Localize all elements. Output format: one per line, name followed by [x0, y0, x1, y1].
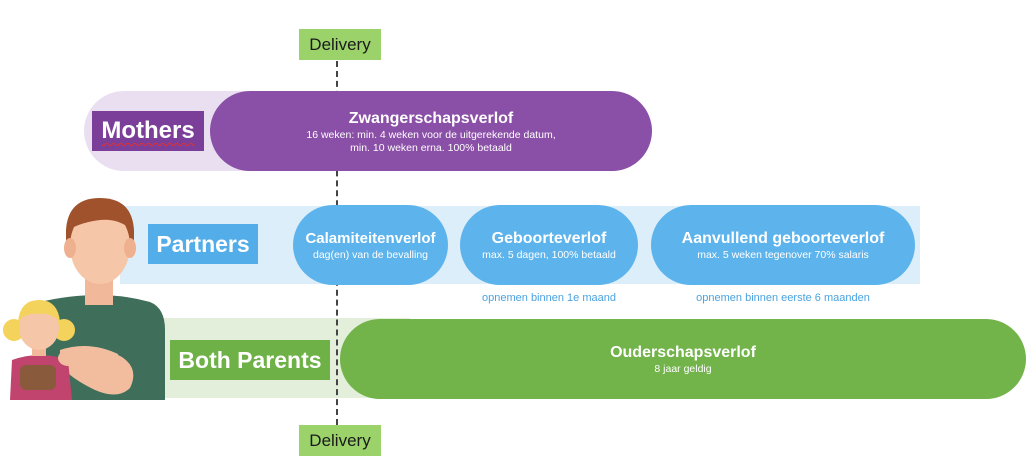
geboorteverlof-title: Geboorteverlof [491, 229, 607, 247]
zwangerschapsverlof-line1: 16 weken: min. 4 weken voor de uitgereke… [306, 129, 556, 141]
mothers-label-text: Mothers [101, 117, 195, 144]
parent-and-child-icon [3, 198, 165, 400]
delivery-label-top: Delivery [299, 29, 381, 60]
zwangerschapsverlof-bar: Zwangerschapsverlof 16 weken: min. 4 wek… [210, 91, 652, 171]
aanvullend-geboorteverlof-title: Aanvullend geboorteverlof [681, 229, 885, 247]
calamiteitenverlof-title: Calamiteitenverlof [305, 229, 436, 247]
geboorteverlof-sub: max. 5 dagen, 100% betaald [482, 248, 616, 261]
geboorteverlof-pill: Geboorteverlof max. 5 dagen, 100% betaal… [460, 205, 638, 285]
zwangerschapsverlof-title: Zwangerschapsverlof [348, 110, 514, 127]
ouderschapsverlof-title: Ouderschapsverlof [610, 343, 756, 361]
aanvullend-geboorteverlof-note: opnemen binnen eerste 6 maanden [696, 292, 870, 304]
zwangerschapsverlof-line2: min. 10 weken erna. 100% betaald [350, 142, 512, 154]
aanvullend-geboorteverlof-pill: Aanvullend geboorteverlof max. 5 weken t… [651, 205, 915, 285]
delivery-label-bottom: Delivery [299, 425, 381, 456]
geboorteverlof-note: opnemen binnen 1e maand [482, 292, 616, 304]
mothers-label: Mothers [92, 111, 204, 151]
both-parents-label: Both Parents [170, 340, 330, 380]
calamiteitenverlof-pill: Calamiteitenverlof dag(en) van de bevall… [293, 205, 448, 285]
ouderschapsverlof-sub: 8 jaar geldig [654, 362, 712, 375]
partners-label: Partners [148, 224, 258, 264]
aanvullend-geboorteverlof-sub: max. 5 weken tegenover 70% salaris [697, 248, 869, 261]
ouderschapsverlof-bar: Ouderschapsverlof 8 jaar geldig [340, 319, 1026, 399]
calamiteitenverlof-sub: dag(en) van de bevalling [313, 248, 428, 261]
